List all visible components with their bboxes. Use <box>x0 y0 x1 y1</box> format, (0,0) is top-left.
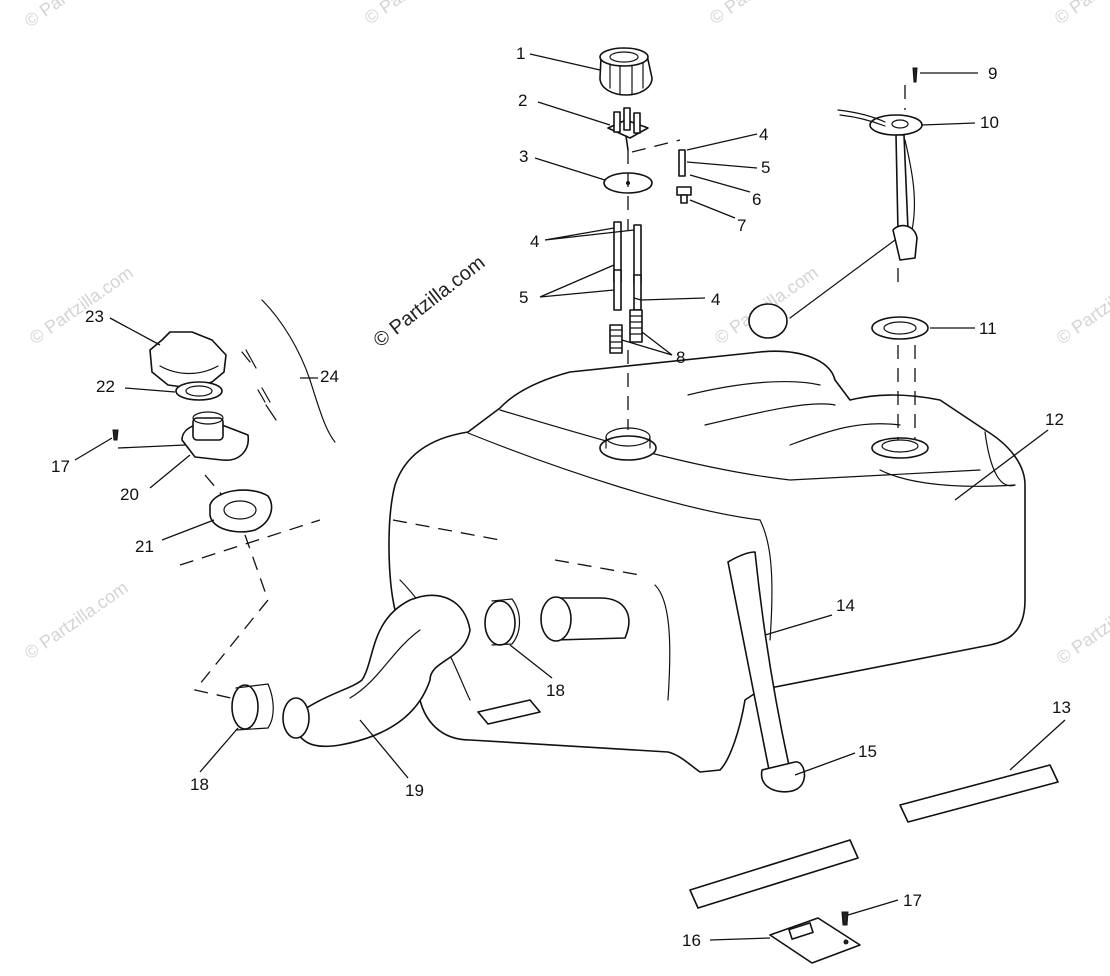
hose-clamp-part-18-left <box>231 683 274 731</box>
watermark: © Partzilla.com <box>361 0 472 28</box>
filler-neck-part-20 <box>181 411 249 461</box>
sender-gasket-part-11 <box>871 316 929 440</box>
watermark: © Partzilla.com <box>1053 582 1110 668</box>
callout-16: 16 <box>682 931 701 950</box>
neck-gasket-part-21 <box>209 489 273 533</box>
tube-part-4 <box>678 149 686 177</box>
alignment-line <box>631 139 681 153</box>
pump-flange-part-2 <box>607 107 649 151</box>
fill-cap-part-1 <box>599 47 653 96</box>
hose-part-19 <box>282 594 471 748</box>
callout-18-left: 18 <box>190 775 209 794</box>
screw-part-17-right <box>841 911 849 926</box>
routing-line <box>179 519 321 566</box>
cap-seal-part-22 <box>175 381 223 401</box>
hose-clamp-part-18-right <box>484 598 521 646</box>
callout-9: 9 <box>988 64 997 83</box>
callout-17-left: 17 <box>51 457 70 476</box>
callout-13: 13 <box>1052 698 1071 717</box>
callout-10: 10 <box>980 113 999 132</box>
callout-5: 5 <box>761 158 770 177</box>
filters-part-8 <box>609 309 643 354</box>
watermark: © Partzilla.com <box>21 577 132 663</box>
callout-20: 20 <box>120 485 139 504</box>
callout-18-right: 18 <box>546 681 565 700</box>
callout-4c: 4 <box>711 290 720 309</box>
callout-24: 24 <box>320 367 339 386</box>
callout-14: 14 <box>836 596 855 615</box>
callout-labels: 1 2 3 4 5 6 7 9 10 4 5 4 8 11 12 13 14 1… <box>51 44 1071 950</box>
callout-5b: 5 <box>519 288 528 307</box>
watermark-center: © Partzilla.com <box>370 252 490 352</box>
callout-11: 11 <box>979 319 997 338</box>
callout-3: 3 <box>519 147 528 166</box>
leader-lines <box>74 53 1066 941</box>
watermark: © Partzilla.com <box>706 0 817 28</box>
pad-part-13 <box>899 764 1059 823</box>
strap-part-14 <box>727 551 806 793</box>
routing-line <box>193 474 269 701</box>
callout-4b: 4 <box>530 232 539 251</box>
callout-17-right: 17 <box>903 891 922 910</box>
filler-cap-part-23 <box>149 331 227 389</box>
callout-15: 15 <box>858 742 877 761</box>
tether-part-24 <box>241 299 336 443</box>
callout-19: 19 <box>405 781 424 800</box>
leader <box>117 444 186 449</box>
watermark: © Partzilla.com <box>26 262 137 348</box>
callout-21: 21 <box>135 537 154 556</box>
callout-23: 23 <box>85 307 104 326</box>
bracket-part-16 <box>769 917 861 964</box>
watermark: © Partzilla.com <box>1053 262 1110 348</box>
callout-12: 12 <box>1045 410 1064 429</box>
callout-4: 4 <box>759 125 768 144</box>
watermark: © Partzilla.com <box>21 0 132 31</box>
fuel-tank <box>388 350 1026 773</box>
watermark: © Partzilla.com <box>1051 0 1110 28</box>
fuel-sender-part-10 <box>748 67 923 339</box>
callout-7: 7 <box>737 216 746 235</box>
callout-22: 22 <box>96 377 115 396</box>
callout-8: 8 <box>676 348 685 367</box>
callout-1: 1 <box>516 44 525 63</box>
callout-6: 6 <box>752 190 761 209</box>
pad-part-upper <box>689 839 859 909</box>
pickup-tubes <box>613 221 642 311</box>
screw-part-17 <box>112 429 119 441</box>
callout-2: 2 <box>518 91 527 110</box>
fitting-part-7 <box>676 186 692 204</box>
